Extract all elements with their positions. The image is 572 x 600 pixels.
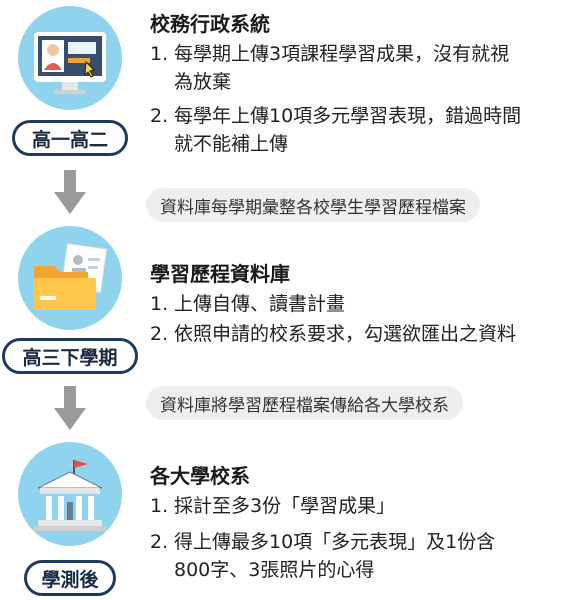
down-arrow-icon (54, 170, 86, 214)
stage-2-title: 學習歷程資料庫 (150, 262, 290, 286)
stage-2-item-2: 2.依照申請的校系要求，勾選欲匯出之資料 (150, 323, 517, 345)
computer-profile-icon (34, 32, 106, 94)
stage-3-title: 各大學校系 (150, 464, 250, 488)
stage-1-item-2: 2.每學年上傳10項多元學習表現，錯過時間 就不能補上傳 (150, 105, 522, 155)
transition-1-note: 資料庫每學期彙整各校學生學習歷程檔案 (146, 188, 480, 222)
down-arrow-icon (54, 386, 86, 430)
stage-1-title: 校務行政系統 (150, 12, 270, 36)
stage-2-circle (18, 226, 122, 330)
stage-2-badge: 高三下學期 (2, 338, 138, 374)
stage-1-item-1: 1.每學期上傳3項課程學習成果，沒有就視 為放棄 (150, 43, 510, 93)
stage-3-item-1: 1.採計至多3份「學習成果」 (150, 495, 396, 517)
stage-2-item-1: 1.上傳自傳、讀書計畫 (150, 293, 346, 315)
stage-3-item-2: 2.得上傳最多10項「多元表現」及1份含 800字、3張照片的心得 (150, 531, 496, 581)
stage-1-circle (18, 6, 122, 110)
stage-1-badge: 高一高二 (12, 120, 128, 156)
transition-2-note: 資料庫將學習歷程檔案傳給各大學校系 (146, 386, 463, 420)
folder-documents-icon (34, 242, 108, 310)
university-building-icon (34, 460, 106, 531)
stage-3-circle (18, 442, 122, 546)
stage-3-badge: 學測後 (24, 560, 116, 596)
